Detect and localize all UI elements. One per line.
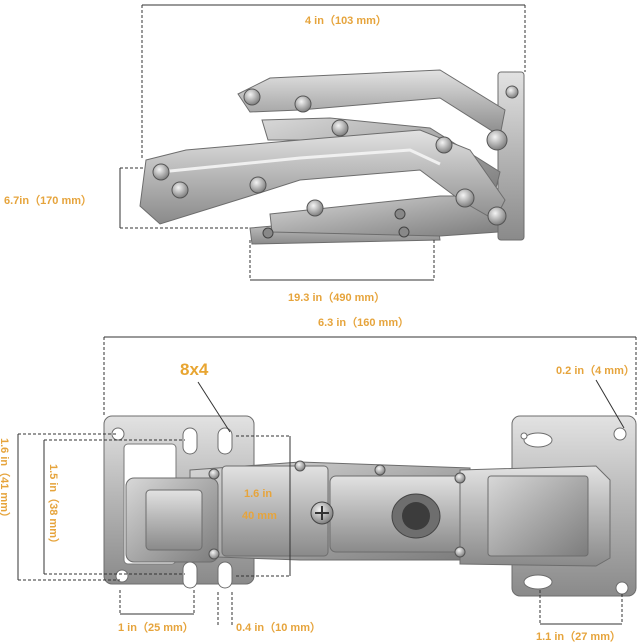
arm-height-label: 1.6 in xyxy=(244,488,273,500)
bottom-hinge-photo xyxy=(103,415,637,597)
bottom-dimension-lines xyxy=(17,336,637,626)
top-hinge-photo xyxy=(139,69,525,245)
slot-width-label: 0.2 in（4 mm） xyxy=(556,365,635,377)
top-plate-label: 19.3 in（490 mm） xyxy=(288,292,386,304)
outer-height-label: 1.6 in（41 mm） xyxy=(0,438,10,523)
hole-offset-label: 0.4 in（10 mm） xyxy=(236,622,321,634)
top-height-label: 6.7in（170 mm） xyxy=(4,195,93,207)
right-width-label: 1.1 in（27 mm） xyxy=(536,631,621,643)
inner-height-label: 1.5 in（38 mm） xyxy=(47,464,59,549)
top-dimension-lines xyxy=(119,4,526,281)
bottom-overall-label: 6.3 in（160 mm） xyxy=(318,317,410,329)
arm-height-metric-label: 40 mm xyxy=(242,510,277,522)
screw-spec-label: 8x4 xyxy=(180,360,209,379)
left-width-label: 1 in（25 mm） xyxy=(118,622,194,634)
top-width-label: 4 in（103 mm） xyxy=(305,15,387,27)
